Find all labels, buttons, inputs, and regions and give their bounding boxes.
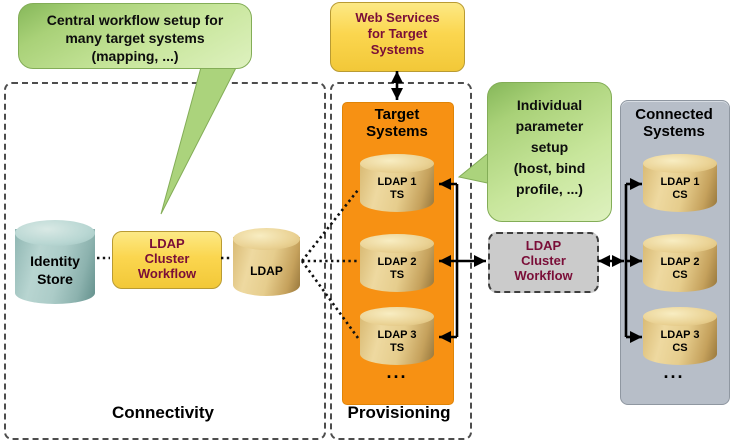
- cylinder-sublabel: TS: [389, 189, 405, 201]
- ldap3-cs-cylinder: LDAP 3 CS: [643, 307, 717, 365]
- individual-callout-line5: profile, ...): [516, 181, 583, 197]
- target-systems-title: Target Systems: [342, 106, 452, 140]
- database-icon-top: [643, 234, 717, 253]
- target-systems-more: ...: [386, 362, 408, 382]
- ldap-cluster-workflow-box-individual: LDAP Cluster Workflow: [488, 232, 599, 293]
- dotted-link-ldap-to-ts3: [300, 260, 360, 339]
- cylinder-label: LDAP 3: [377, 329, 417, 341]
- database-icon-top: [643, 154, 717, 173]
- identity-store-cylinder: Identity Store: [15, 220, 95, 304]
- web-services-line2: for Target: [367, 26, 428, 41]
- cylinder-sublabel: CS: [672, 189, 688, 201]
- connected-systems-title-line2: Systems: [643, 123, 705, 140]
- web-services-line1: Web Services: [355, 10, 440, 25]
- cylinder-label: LDAP 2: [377, 256, 417, 268]
- target-systems-title-line2: Systems: [366, 123, 428, 140]
- connectivity-label: Connectivity: [111, 403, 215, 422]
- identity-store-label-line1: Identity: [30, 253, 80, 269]
- individual-callout-line4: (host, bind: [513, 160, 586, 176]
- central-callout-line3: (mapping, ...): [91, 48, 179, 64]
- database-icon-top: [15, 220, 95, 246]
- ldap-cluster-workflow-ind-line1: LDAP: [525, 238, 562, 253]
- cylinder-sublabel: TS: [389, 342, 405, 354]
- connectivity-section-frame: [4, 82, 326, 440]
- ldap2-cs-cylinder: LDAP 2 CS: [643, 234, 717, 292]
- cylinder-label: LDAP 1: [377, 176, 417, 188]
- ldap1-ts-cylinder: LDAP 1 TS: [360, 154, 434, 212]
- cylinder-label: LDAP 3: [660, 329, 700, 341]
- connected-systems-more: ...: [663, 362, 685, 382]
- central-callout-line2: many target systems: [65, 30, 205, 46]
- ldap-cluster-workflow-box-central: LDAP Cluster Workflow: [112, 231, 222, 289]
- ldap-cluster-workflow-line1: LDAP: [149, 236, 185, 251]
- database-icon-top: [360, 307, 434, 326]
- ldap-cylinder: LDAP: [233, 228, 300, 296]
- individual-callout-line2: parameter: [515, 118, 584, 134]
- cylinder-label: LDAP 1: [660, 176, 700, 188]
- connected-systems-title-line1: Connected: [635, 106, 713, 123]
- cylinder-sublabel: TS: [389, 269, 405, 281]
- central-callout-tail: [160, 59, 241, 215]
- database-icon-top: [643, 307, 717, 326]
- ldap-cylinder-label: LDAP: [250, 264, 283, 278]
- individual-callout-line1: Individual: [516, 97, 583, 113]
- ldap-cluster-workflow-line2: Cluster: [144, 251, 190, 266]
- database-icon-top: [360, 234, 434, 253]
- web-services-box: Web Services for Target Systems: [330, 2, 465, 72]
- individual-callout-line3: setup: [530, 139, 569, 155]
- database-icon-top: [233, 228, 300, 250]
- cylinder-label: LDAP 2: [660, 256, 700, 268]
- web-services-line3: Systems: [370, 42, 425, 57]
- ldap-cluster-workflow-ind-line2: Cluster: [521, 253, 566, 268]
- central-workflow-callout: Central workflow setup for many target s…: [18, 3, 252, 69]
- ldap1-cs-cylinder: LDAP 1 CS: [643, 154, 717, 212]
- central-callout-line1: Central workflow setup for: [46, 12, 224, 28]
- cylinder-sublabel: CS: [672, 342, 688, 354]
- cylinder-sublabel: CS: [672, 269, 688, 281]
- ldap2-ts-cylinder: LDAP 2 TS: [360, 234, 434, 292]
- database-icon-top: [360, 154, 434, 173]
- individual-parameter-callout: Individual parameter setup (host, bind p…: [487, 82, 612, 222]
- target-systems-title-line1: Target: [374, 106, 420, 123]
- identity-store-label-line2: Store: [37, 271, 73, 287]
- provisioning-label: Provisioning: [347, 403, 451, 422]
- ldap-cluster-workflow-line3: Workflow: [137, 266, 197, 281]
- ldap3-ts-cylinder: LDAP 3 TS: [360, 307, 434, 365]
- connected-systems-title: Connected Systems: [620, 106, 728, 140]
- ldap-cluster-workflow-ind-line3: Workflow: [514, 268, 573, 283]
